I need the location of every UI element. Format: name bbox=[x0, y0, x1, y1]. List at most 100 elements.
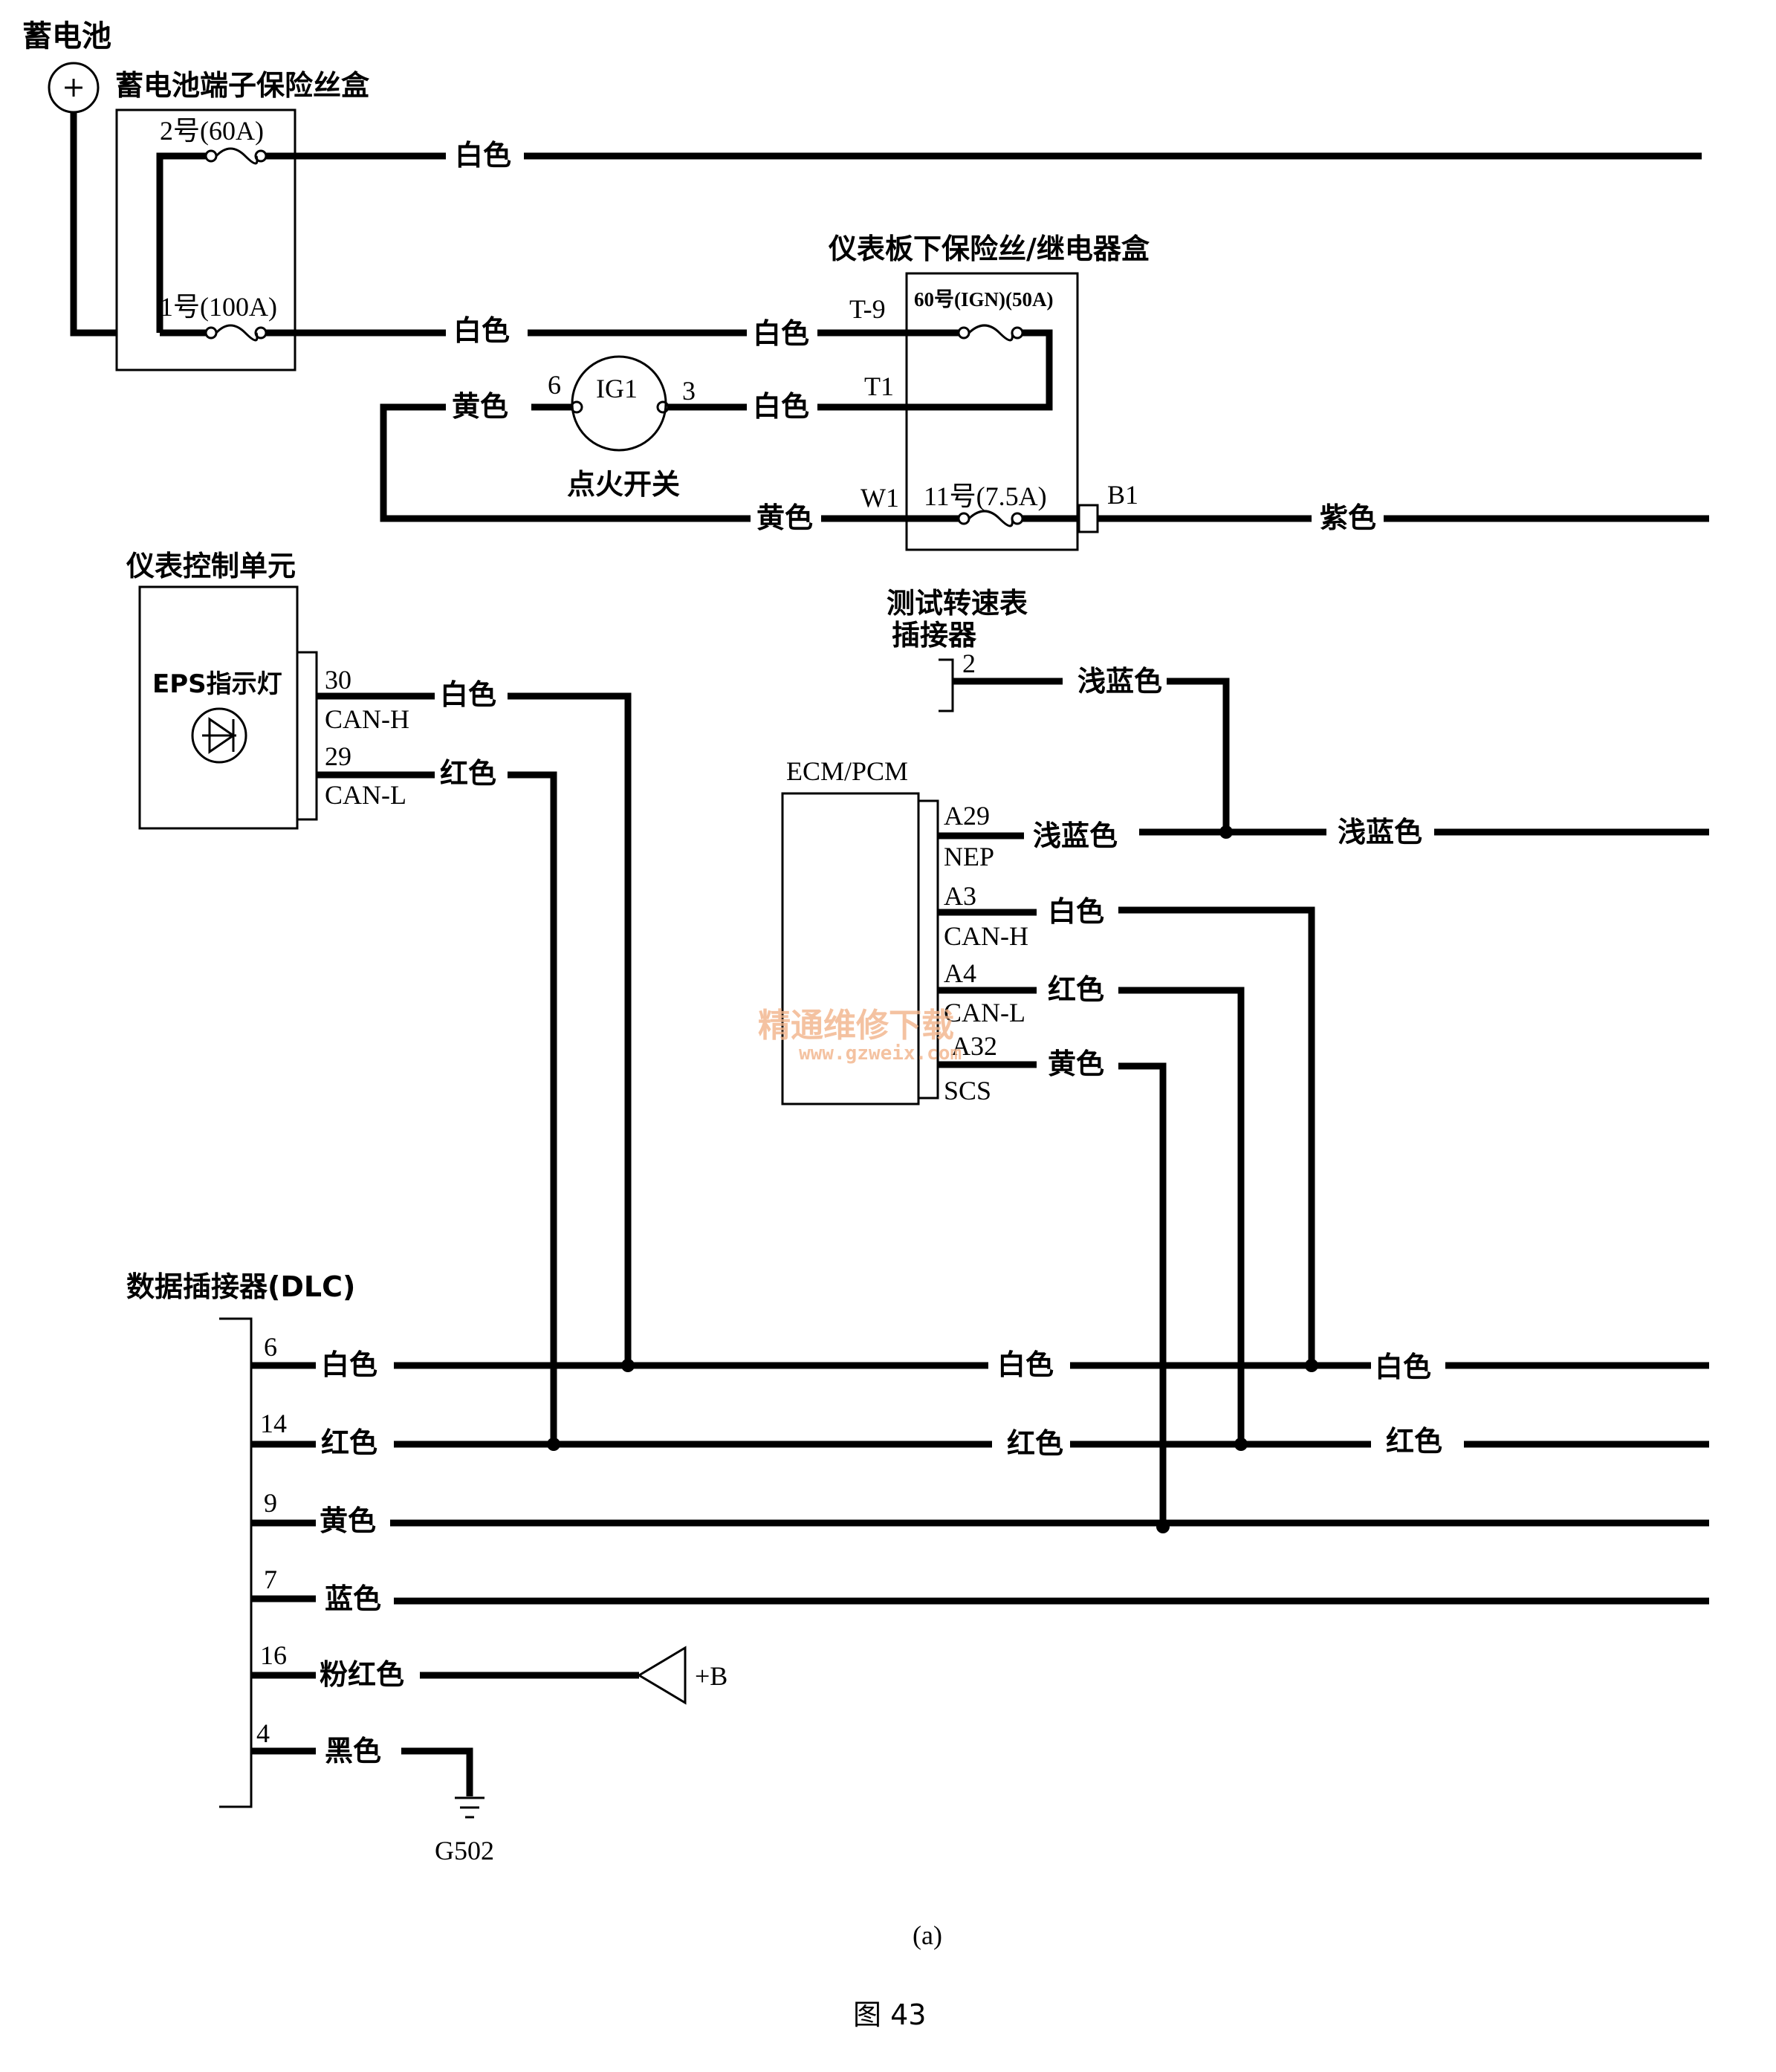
fuse-60-label: 60号(IGN)(50A) bbox=[914, 288, 1053, 311]
ignition-pin-6: 6 bbox=[548, 370, 561, 400]
junction-dlc6-ecm bbox=[1305, 1359, 1318, 1372]
caption-figure: 图 43 bbox=[853, 1998, 926, 2031]
dlc-pin-14-color: 红色 bbox=[321, 1426, 377, 1459]
wire-label-ecm-lightblue: 浅蓝色 bbox=[1033, 819, 1118, 852]
tach-pin-2: 2 bbox=[962, 649, 976, 678]
wire-gauge-white-b bbox=[508, 692, 632, 1365]
wire-label-white-fuse1-a: 白色 bbox=[453, 314, 510, 347]
wire-label-dlc6-right: 白色 bbox=[1375, 1351, 1431, 1383]
wire-label-purple: 紫色 bbox=[1320, 501, 1376, 534]
dlc-pin-6: 6 bbox=[264, 1332, 277, 1362]
wire-label-white-fuse1-b: 白色 bbox=[753, 317, 809, 350]
wire-label-ecm-yellow: 黄色 bbox=[1048, 1048, 1104, 1080]
wire-label-dlc14-mid: 红色 bbox=[1007, 1427, 1063, 1460]
wire-fuse60-to-t1 bbox=[817, 329, 1053, 411]
dlc-pin-16-color: 粉红色 bbox=[320, 1658, 404, 1691]
wire-label-yellow-w1: 黄色 bbox=[756, 501, 813, 534]
ecm-canl: CAN-L bbox=[944, 998, 1025, 1027]
tach-title-2: 插接器 bbox=[892, 619, 977, 652]
dlc-pin-7-color: 蓝色 bbox=[325, 1582, 381, 1615]
gauge-unit-title: 仪表控制单元 bbox=[126, 550, 296, 582]
gauge-pin-30: 30 bbox=[325, 665, 351, 695]
dlc-pin-4: 4 bbox=[256, 1718, 270, 1748]
gauge-pin-29: 29 bbox=[325, 741, 351, 771]
plus-b-terminal-icon bbox=[637, 1646, 687, 1705]
watermark-url: www.gzweix.com bbox=[799, 1042, 962, 1065]
pin-t1: T1 bbox=[864, 371, 894, 401]
junction-dlc14-gauge bbox=[547, 1438, 560, 1451]
ground-icon bbox=[455, 1796, 484, 1819]
ecm-nep: NEP bbox=[944, 842, 994, 871]
wire-label-yellow-ign: 黄色 bbox=[452, 390, 508, 423]
junction-dlc6-gauge bbox=[621, 1359, 635, 1372]
wire-label-ecm-white: 白色 bbox=[1048, 895, 1104, 928]
dlc-pin-16: 16 bbox=[260, 1640, 287, 1670]
caption-sub: (a) bbox=[913, 1920, 942, 1950]
wire-label-gauge-white: 白色 bbox=[440, 678, 496, 711]
fuse2-feed-wire bbox=[156, 152, 207, 333]
fuse-11-label: 11号(7.5A) bbox=[924, 481, 1047, 511]
ecm-a29: A29 bbox=[944, 801, 990, 831]
battery-title: 蓄电池 bbox=[22, 19, 111, 53]
wire-ecm-a32-b bbox=[1118, 1062, 1167, 1530]
dlc-bracket bbox=[219, 1317, 253, 1808]
dlc-title: 数据插接器(DLC) bbox=[126, 1270, 355, 1303]
eps-indicator-lamp-icon bbox=[191, 707, 247, 764]
ground-label: G502 bbox=[435, 1836, 494, 1865]
pin-t9: T-9 bbox=[849, 294, 886, 324]
ignition-ig1: IG1 bbox=[596, 374, 638, 403]
pin-w1: W1 bbox=[861, 483, 899, 513]
ecm-canh: CAN-H bbox=[944, 921, 1028, 951]
dlc-pin-4-color: 黑色 bbox=[325, 1735, 381, 1767]
dash-fuse-box-title: 仪表板下保险丝/继电器盒 bbox=[828, 233, 1150, 265]
b1-connector bbox=[1077, 504, 1099, 533]
wire-yellow-ign-loop bbox=[380, 403, 751, 522]
ecm-a3: A3 bbox=[944, 881, 976, 911]
ecm-box bbox=[781, 792, 920, 1105]
ignition-switch bbox=[571, 355, 667, 452]
fuse-1-label: 1号(100A) bbox=[160, 292, 277, 322]
wire-label-gauge-red: 红色 bbox=[440, 757, 496, 790]
wire-dlc4-b bbox=[401, 1747, 473, 1796]
fuse-2-element bbox=[215, 147, 259, 165]
gauge-unit-box bbox=[138, 585, 299, 830]
ecm-scs: SCS bbox=[944, 1076, 991, 1105]
junction-dlc14-ecm bbox=[1234, 1438, 1248, 1451]
junction-dlc9-ecm bbox=[1156, 1520, 1170, 1533]
ecm-a32: A32 bbox=[951, 1031, 997, 1061]
ecm-connector bbox=[917, 799, 939, 1100]
ignition-switch-label: 点火开关 bbox=[567, 468, 680, 501]
ignition-pin-3: 3 bbox=[682, 376, 696, 406]
battery-fuse-box-title: 蓄电池端子保险丝盒 bbox=[115, 69, 370, 102]
wire-label-white-t1: 白色 bbox=[753, 390, 809, 423]
wire-label-ecm-red: 红色 bbox=[1048, 973, 1104, 1006]
wire-label-dlc14-right: 红色 bbox=[1386, 1425, 1442, 1458]
dash-fuse-box bbox=[905, 272, 1079, 551]
fuse-11-element bbox=[968, 510, 1014, 527]
fuse-60-element bbox=[968, 324, 1014, 342]
wire-label-white-top: 白色 bbox=[455, 139, 511, 172]
dlc-pin-9: 9 bbox=[264, 1488, 277, 1518]
fuse-2-label: 2号(60A) bbox=[160, 116, 264, 146]
dlc-pin-14: 14 bbox=[260, 1409, 287, 1438]
wire-ecm-a3-b bbox=[1118, 906, 1315, 1365]
dlc-pin-6-color: 白色 bbox=[321, 1348, 377, 1381]
gauge-canh: CAN-H bbox=[325, 704, 409, 734]
gauge-canl: CAN-L bbox=[325, 780, 406, 810]
dlc-plus-b: +B bbox=[695, 1661, 727, 1691]
dlc-pin-9-color: 黄色 bbox=[320, 1504, 376, 1537]
wire-ecm-a4-b bbox=[1118, 987, 1245, 1444]
watermark-text: 精通维修下载 bbox=[758, 1007, 954, 1045]
dlc-pin-7: 7 bbox=[264, 1565, 277, 1594]
wire-label-tach-lightblue: 浅蓝色 bbox=[1077, 665, 1162, 698]
fuse-1-element bbox=[215, 324, 259, 342]
gauge-unit-connector bbox=[296, 651, 318, 821]
eps-lamp-label: EPS指示灯 bbox=[152, 669, 282, 699]
pin-b1: B1 bbox=[1107, 480, 1138, 510]
tach-connector-bracket bbox=[939, 658, 954, 712]
ecm-a4: A4 bbox=[944, 958, 976, 988]
wire-label-lightblue-right: 浅蓝色 bbox=[1338, 816, 1422, 848]
ecm-title: ECM/PCM bbox=[786, 756, 908, 786]
